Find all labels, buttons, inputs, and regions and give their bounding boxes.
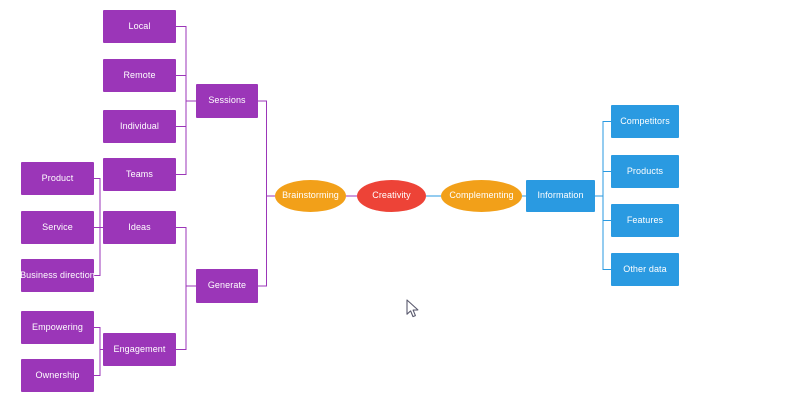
node-label: Products [626,165,664,176]
edge-generate-to-brainstorming [258,195,275,287]
node-creativity[interactable]: Creativity [357,180,426,212]
node-label: Engagement [113,343,166,354]
node-information[interactable]: Information [526,180,595,212]
node-teams[interactable]: Teams [103,158,176,191]
node-engagement[interactable]: Engagement [103,333,176,366]
node-label: Ownership [35,369,80,380]
edge-ownership-to-engagement [94,348,103,377]
edge-empowering-to-engagement [94,326,103,351]
node-ideas[interactable]: Ideas [103,211,176,244]
node-generate[interactable]: Generate [196,269,258,303]
edge-sessions-to-brainstorming [258,100,275,197]
edge-engagement-to-generate [176,285,196,351]
node-label: Information [537,190,584,201]
edge-business-direction-to-ideas [94,226,103,277]
node-label: Sessions [208,95,246,106]
edge-product-to-ideas [94,177,103,229]
node-product[interactable]: Product [21,162,94,195]
node-individual[interactable]: Individual [103,110,176,143]
node-brainstorming[interactable]: Brainstorming [275,180,346,212]
node-label: Other data [623,263,667,274]
node-sessions[interactable]: Sessions [196,84,258,118]
node-label: Brainstorming [282,190,339,201]
node-label: Remote [123,69,156,80]
node-label: Competitors [620,115,670,126]
edge-information-to-other-data [595,195,611,271]
node-label: Features [626,214,664,225]
node-label: Individual [119,120,160,131]
node-label: Teams [125,168,153,179]
node-label: Empowering [31,321,84,332]
node-service[interactable]: Service [21,211,94,244]
edge-information-to-products [595,170,611,197]
node-business-direction[interactable]: Business direction [20,259,95,292]
node-label: Ideas [128,221,151,232]
node-remote[interactable]: Remote [103,59,176,92]
node-other-data[interactable]: Other data [611,253,679,286]
node-local[interactable]: Local [103,10,176,43]
node-features[interactable]: Features [611,204,679,237]
node-label: Business direction [20,269,95,280]
edge-remote-to-sessions [176,74,196,102]
node-label: Service [42,221,73,232]
node-label: Generate [207,280,247,291]
node-ownership[interactable]: Ownership [21,359,94,392]
node-complementing[interactable]: Complementing [441,180,522,212]
node-label: Creativity [372,190,411,201]
edge-teams-to-sessions [176,100,196,176]
node-products[interactable]: Products [611,155,679,188]
node-label: Complementing [449,190,514,201]
node-label: Product [41,172,74,183]
node-empowering[interactable]: Empowering [21,311,94,344]
node-competitors[interactable]: Competitors [611,105,679,138]
node-label: Local [128,20,151,31]
edge-ideas-to-generate [176,226,196,287]
